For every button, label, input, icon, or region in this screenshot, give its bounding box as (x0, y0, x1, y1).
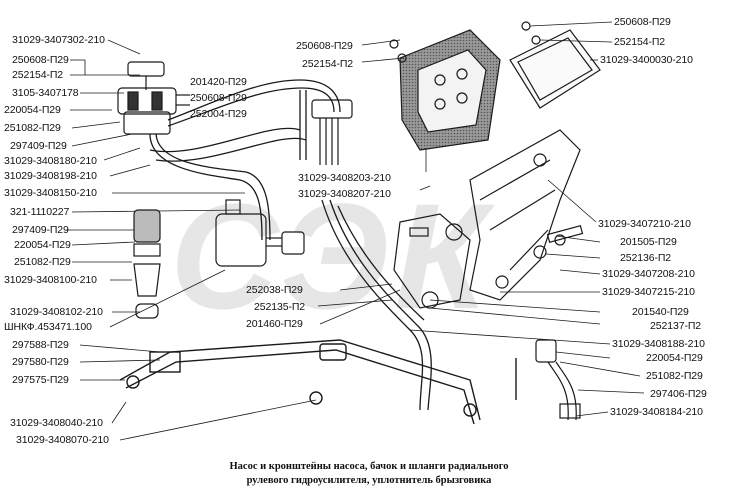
leader-lines-left (66, 39, 317, 441)
part-label: 251082-П29 (646, 370, 703, 382)
reservoir-fittings (133, 209, 161, 319)
part-label: 251082-П29 (4, 122, 61, 134)
part-label: 31029-3407302-210 (12, 34, 105, 46)
part-label: 31029-3408207-210 (298, 188, 391, 200)
part-label: 31029-3407215-210 (602, 286, 695, 298)
pump-mount-bracket (469, 129, 581, 301)
part-label: 297580-П29 (12, 356, 69, 368)
part-label: 321-1110227 (10, 206, 70, 218)
watermark: СЭК (170, 172, 493, 340)
part-label: 252135-П2 (254, 301, 306, 313)
part-label: 31029-3408102-210 (10, 306, 103, 318)
part-label: 31029-3408040-210 (10, 417, 103, 429)
steering-rack (119, 339, 517, 425)
part-label: 201505-П29 (620, 236, 677, 248)
part-label: 297409-П29 (10, 140, 67, 152)
part-label: 297406-П29 (650, 388, 707, 400)
part-label: 252154-П2 (614, 36, 666, 48)
part-label: 250608-П29 (190, 92, 247, 104)
part-label: 220054-П29 (14, 239, 71, 251)
part-label: 297575-П29 (12, 374, 69, 386)
hose-lines (149, 79, 341, 241)
bolt (533, 225, 584, 259)
part-label: 297409-П29 (12, 224, 69, 236)
part-label: 31029-3408180-210 (4, 155, 97, 167)
part-label: 252137-П2 (650, 320, 702, 332)
part-label: 252038-П29 (246, 284, 303, 296)
pump-body (215, 199, 305, 267)
part-label: 252136-П2 (620, 252, 672, 264)
part-label: 31029-3407210-210 (598, 218, 691, 230)
part-label: 252154-П2 (12, 69, 64, 81)
hose-clamp (311, 99, 353, 165)
part-label: 31029-3400030-210 (600, 54, 693, 66)
part-label: 252004-П29 (190, 108, 247, 120)
part-label: 252154-П2 (302, 58, 354, 70)
leader-lines-right (317, 21, 645, 417)
pressure-hose (321, 199, 432, 411)
part-label: 250608-П29 (614, 16, 671, 28)
pump-bracket (117, 61, 190, 135)
part-label: 220054-П29 (4, 104, 61, 116)
diagram-caption-line-1: Насос и кронштейны насоса, бачок и шланг… (229, 461, 509, 472)
part-label: 31029-3408184-210 (610, 406, 703, 418)
part-label: 201540-П29 (632, 306, 689, 318)
part-label: 31029-3408100-210 (4, 274, 97, 286)
part-label: 31029-3407208-210 (602, 268, 695, 280)
part-label: 250608-П29 (296, 40, 353, 52)
part-label: ШНКФ.453471.100 (4, 321, 92, 333)
return-hose (535, 339, 581, 421)
part-label: 31029-3408070-210 (16, 434, 109, 446)
part-label: 31029-3408198-210 (4, 170, 97, 182)
part-label: 31029-3408150-210 (4, 187, 97, 199)
part-label: 297588-П29 (12, 339, 69, 351)
part-label: 31029-3408188-210 (612, 338, 705, 350)
part-label: 201420-П29 (190, 76, 247, 88)
part-label: 31029-3408203-210 (298, 172, 391, 184)
part-label: 220054-П29 (646, 352, 703, 364)
part-label: 201460-П29 (246, 318, 303, 330)
part-label: 251082-П29 (14, 256, 71, 268)
diagram-caption-line-2: рулевого гидроусилителя, уплотнитель бры… (246, 475, 492, 486)
part-label: 3105-3407178 (12, 87, 79, 99)
cover-plate (509, 29, 601, 109)
splash-guard-seal (399, 29, 501, 151)
part-label: 250608-П29 (12, 54, 69, 66)
tensioner-plate (393, 213, 471, 309)
